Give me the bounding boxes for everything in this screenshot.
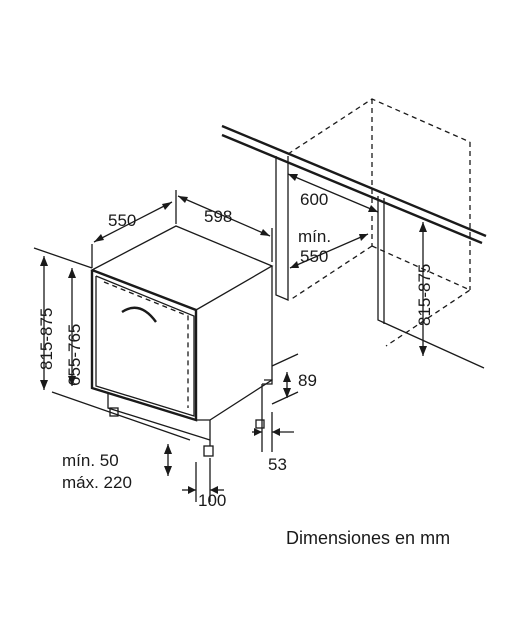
caption: Dimensiones en mm: [286, 528, 450, 548]
dim-feet-max-label: máx. 220: [62, 473, 132, 492]
dim-598-label: 598: [204, 207, 232, 226]
door-handle: [121, 306, 157, 323]
dim-feet-height: mín. 50 máx. 220: [62, 444, 172, 492]
dim-655-765-label: 655-765: [65, 324, 84, 386]
right-cabinet-side: [377, 196, 485, 369]
dishwasher-body: [51, 225, 274, 457]
worktop-top-edge: [221, 124, 487, 238]
dim-min-label: mín.: [298, 227, 331, 246]
dim-line-min-550: [289, 233, 369, 269]
top-face: [90, 225, 274, 311]
dim-niche-height-label: 815-875: [415, 264, 434, 326]
foot-front-right: [203, 445, 214, 457]
dim-815-875-label: 815-875: [37, 308, 56, 370]
dim-min-550-label: 550: [300, 247, 328, 266]
floor-line: [51, 391, 191, 441]
dim-100: 100: [182, 458, 226, 510]
door-panel: [95, 275, 195, 417]
dim-53: 53: [252, 412, 294, 474]
dim-550-label: 550: [108, 211, 136, 230]
niche-bottom-dashed: [371, 245, 472, 347]
dim-89-label: 89: [298, 371, 317, 390]
foot-rear-right: [255, 419, 265, 429]
plinth-front: [107, 392, 211, 441]
worktop-bottom-edge: [221, 133, 483, 245]
dim-feet-min-label: mín. 50: [62, 451, 119, 470]
side-face: [196, 266, 273, 421]
dim-height-655-765: 655-765: [65, 268, 84, 386]
inner-panel-dashed: [103, 281, 189, 408]
dim-plinth-89: 89: [262, 353, 317, 405]
dim-height-815-875: 815-875: [33, 247, 93, 390]
dim-600-label: 600: [300, 190, 328, 209]
niche-floor-dashed: [289, 245, 373, 301]
left-cabinet-side: [275, 156, 289, 301]
niche-top-dashed: [287, 98, 471, 155]
installation-niche: 600 mín. 550 815-875: [221, 98, 487, 369]
dim-100-label: 100: [198, 491, 226, 510]
dim-width-598: 598: [177, 195, 273, 262]
dim-53-label: 53: [268, 455, 287, 474]
dim-line-600: [287, 173, 379, 213]
dim-depth-550: 550: [91, 190, 177, 268]
